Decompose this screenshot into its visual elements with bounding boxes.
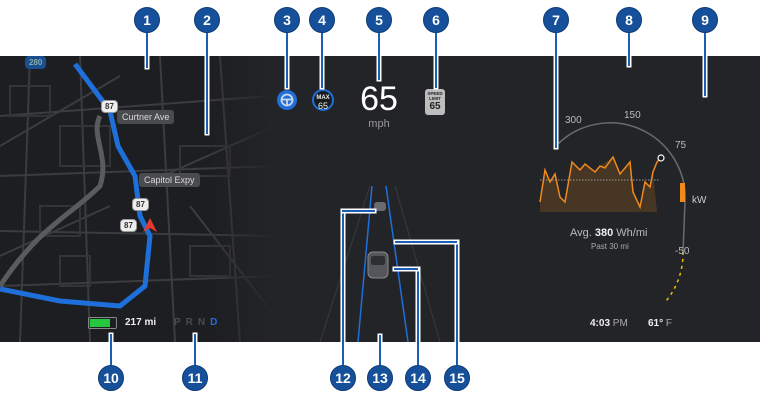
gear-p: P — [174, 317, 186, 328]
callout-12: 12 — [330, 365, 356, 391]
clock-ampm: PM — [612, 318, 628, 329]
power-indicator — [680, 183, 685, 202]
highway-shield: 87 — [120, 219, 137, 232]
callout-9: 9 — [692, 7, 718, 33]
instrument-display: 280 87 Curtner Ave Capitol Expy 87 87 MA… — [0, 56, 760, 342]
avg-label: Avg. — [570, 227, 592, 239]
road-visualization — [319, 185, 441, 342]
speed-limit-line2: LIMIT — [429, 96, 441, 101]
energy-usage-line — [539, 155, 661, 210]
gear-d: D — [210, 317, 223, 328]
map-label-capitol: Capitol Expy — [139, 173, 200, 187]
battery-level-fill — [90, 319, 110, 327]
current-speed: 65 — [360, 80, 398, 118]
speed-limit-value: 65 — [429, 101, 441, 112]
highway-shield: 87 — [101, 100, 118, 113]
current-point-icon — [657, 154, 665, 162]
energy-tick-75: 75 — [675, 140, 687, 151]
avg-period: Past 30 mi — [591, 242, 629, 251]
gear-selector: PRND — [174, 317, 222, 328]
set-speed-value: 65 — [317, 101, 328, 111]
battery-icon — [88, 317, 117, 329]
callout-1: 1 — [134, 7, 160, 33]
avg-value: 380 — [594, 227, 614, 239]
callout-14: 14 — [405, 365, 431, 391]
steering-wheel-icon — [280, 93, 294, 107]
lane-line-right — [385, 185, 409, 342]
map-label-curtner: Curtner Ave — [117, 110, 175, 124]
callout-15: 15 — [444, 365, 470, 391]
speed-limit-line1: SPEED — [427, 91, 443, 96]
clock-time: 4:03 — [590, 318, 611, 329]
callout-8: 8 — [616, 7, 642, 33]
energy-unit: kW — [692, 195, 707, 206]
callout-10: 10 — [98, 365, 124, 391]
callout-4: 4 — [309, 7, 335, 33]
avg-unit: Wh/mi — [616, 227, 648, 239]
temp-unit: F — [665, 318, 673, 329]
speed-limit-sign: SPEED LIMIT 65 — [425, 89, 445, 115]
callout-3: 3 — [274, 7, 300, 33]
gear-r: R — [185, 317, 198, 328]
energy-tick-neg50: -50 — [675, 246, 690, 257]
clock: 4:03 PM — [590, 318, 628, 329]
callout-5: 5 — [366, 7, 392, 33]
set-speed-label: MAX — [316, 95, 330, 101]
battery-range: 217 mi — [125, 317, 157, 328]
vehicle-position-arrow-icon — [143, 218, 157, 232]
callout-13: 13 — [367, 365, 393, 391]
set-speed-indicator: MAX 65 — [312, 89, 334, 111]
autosteer-status — [277, 90, 297, 110]
speed-unit: mph — [368, 118, 390, 130]
interstate-shield: 280 — [25, 56, 47, 69]
temp-value: 61° — [648, 318, 664, 329]
gear-n: N — [197, 317, 211, 328]
callout-6: 6 — [423, 7, 449, 33]
energy-tick-300: 300 — [565, 115, 582, 126]
average-consumption: Avg. 380 Wh/mi — [570, 227, 647, 239]
energy-tick-150: 150 — [624, 110, 641, 121]
energy-graph — [539, 122, 686, 302]
lead-vehicle — [374, 202, 386, 211]
navigation-map[interactable] — [0, 56, 275, 342]
highway-shield: 87 — [132, 198, 149, 211]
callout-11: 11 — [182, 365, 208, 391]
lane-line-left — [357, 185, 373, 342]
callout-2: 2 — [194, 7, 220, 33]
outside-temperature: 61° F — [648, 318, 672, 329]
callout-7: 7 — [543, 7, 569, 33]
